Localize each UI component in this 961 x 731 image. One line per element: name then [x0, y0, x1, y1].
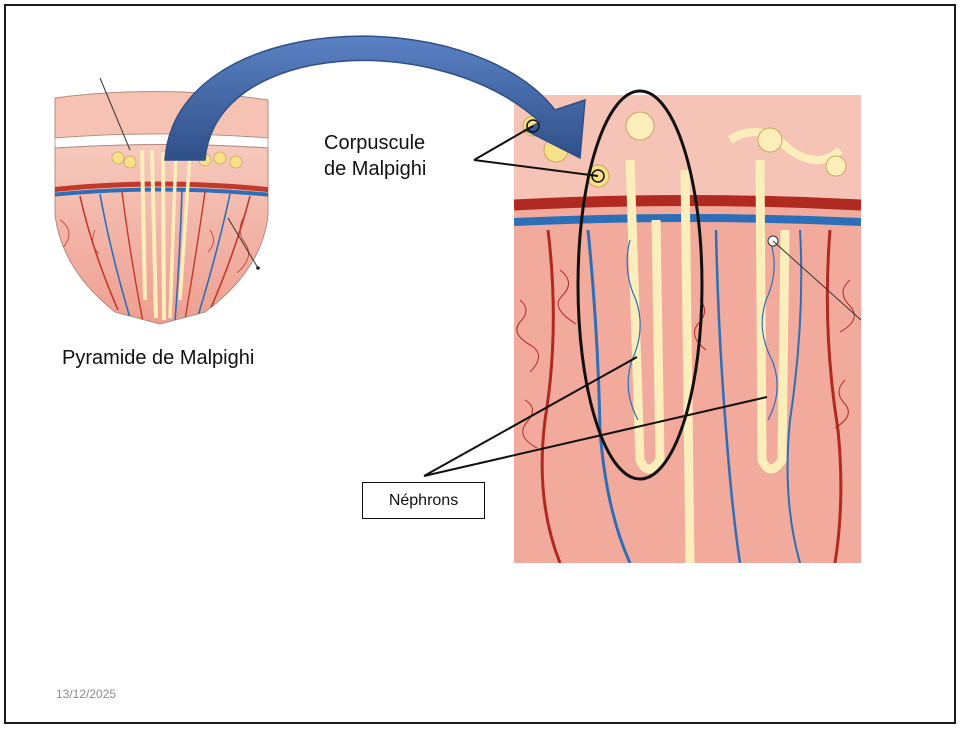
slide-date: 13/12/2025 [56, 687, 116, 701]
corpuscle-label-line2: de Malpighi [324, 156, 426, 182]
corpuscle-label-line1: Corpuscule [324, 130, 426, 156]
corpuscle-label: Corpuscule de Malpighi [324, 130, 426, 182]
nephrons-label-box: Néphrons [362, 482, 485, 519]
pyramid-caption: Pyramide de Malpighi [62, 347, 254, 370]
nephrons-label: Néphrons [389, 492, 458, 510]
pyramid-illustration [50, 78, 272, 324]
